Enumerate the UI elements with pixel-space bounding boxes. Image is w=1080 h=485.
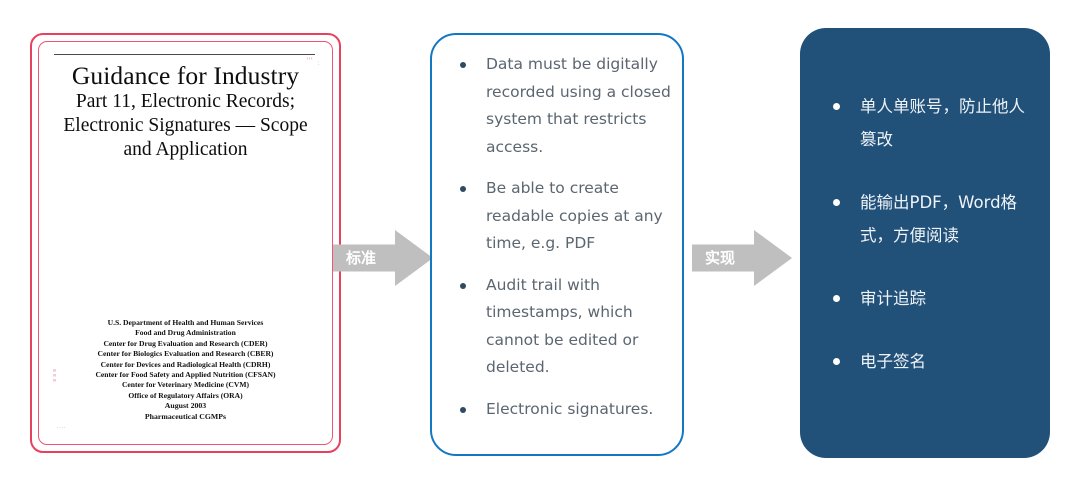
document-agency-list: U.S. Department of Health and Human Serv…	[46, 318, 325, 401]
page-edge-mark-icon: ····	[57, 425, 66, 431]
features-card: 单人单账号，防止他人篡改 能输出PDF，Word格式，方便阅读 审计追踪 电子签…	[800, 28, 1050, 458]
page-edge-mark-icon: ··	[315, 61, 321, 67]
document-title-sub-1: Part 11, Electronic Records;	[75, 91, 296, 112]
document-date: August 2003	[164, 401, 207, 410]
document-title-block: Guidance for Industry Part 11, Electroni…	[48, 61, 323, 162]
agency-line: Center for Veterinary Medicine (CVM)	[121, 380, 250, 390]
agency-line: Office of Regulatory Affairs (ORA)	[128, 390, 243, 400]
feature-item: 能输出PDF，Word格式，方便阅读	[826, 186, 1036, 252]
arrow-standard-icon: 标准	[333, 230, 433, 286]
page-edge-mark-icon: ‹‹‹	[306, 56, 313, 62]
agency-line: Center for Biologics Evaluation and Rese…	[97, 349, 274, 359]
document-inner-border	[38, 41, 333, 445]
page-edge-mark-icon: ≡≡≡	[51, 369, 57, 384]
requirements-list: Data must be digitally recorded using a …	[454, 51, 672, 437]
features-list: 单人单账号，防止他人篡改 能输出PDF，Word格式，方便阅读 审计追踪 电子签…	[826, 90, 1036, 408]
requirement-item: Data must be digitally recorded using a …	[454, 51, 672, 161]
document-title-sub-3: and Application	[123, 139, 248, 160]
document-date-block: August 2003 Pharmaceutical CGMPs	[46, 400, 325, 422]
requirement-item: Audit trail with timestamps, which canno…	[454, 272, 672, 382]
arrow-standard-label: 标准	[346, 248, 377, 267]
requirement-item: Be able to create readable copies at any…	[454, 175, 672, 258]
requirement-item: Electronic signatures.	[454, 396, 672, 424]
arrow-implement-icon: 实现	[692, 230, 792, 286]
agency-line: Food and Drug Administration	[135, 328, 236, 338]
feature-item: 电子签名	[826, 345, 1036, 378]
document-subject: Pharmaceutical CGMPs	[144, 412, 227, 421]
agency-line: U.S. Department of Health and Human Serv…	[107, 318, 264, 327]
agency-line: Center for Food Safety and Applied Nutri…	[95, 370, 276, 380]
document-title-rule	[54, 54, 315, 55]
fda-guidance-document[interactable]: Guidance for Industry Part 11, Electroni…	[30, 33, 341, 453]
document-title-sub-2: Electronic Signatures — Scope	[63, 115, 308, 136]
agency-line: Center for Devices and Radiological Heal…	[100, 359, 271, 369]
document-page: Guidance for Industry Part 11, Electroni…	[46, 48, 325, 438]
document-title-main: Guidance for Industry	[71, 61, 300, 90]
arrow-implement-label: 实现	[705, 248, 736, 267]
feature-item: 单人单账号，防止他人篡改	[826, 90, 1036, 156]
feature-item: 审计追踪	[826, 282, 1036, 315]
requirements-card: Data must be digitally recorded using a …	[430, 33, 684, 456]
agency-line: Center for Drug Evaluation and Research …	[103, 338, 268, 348]
